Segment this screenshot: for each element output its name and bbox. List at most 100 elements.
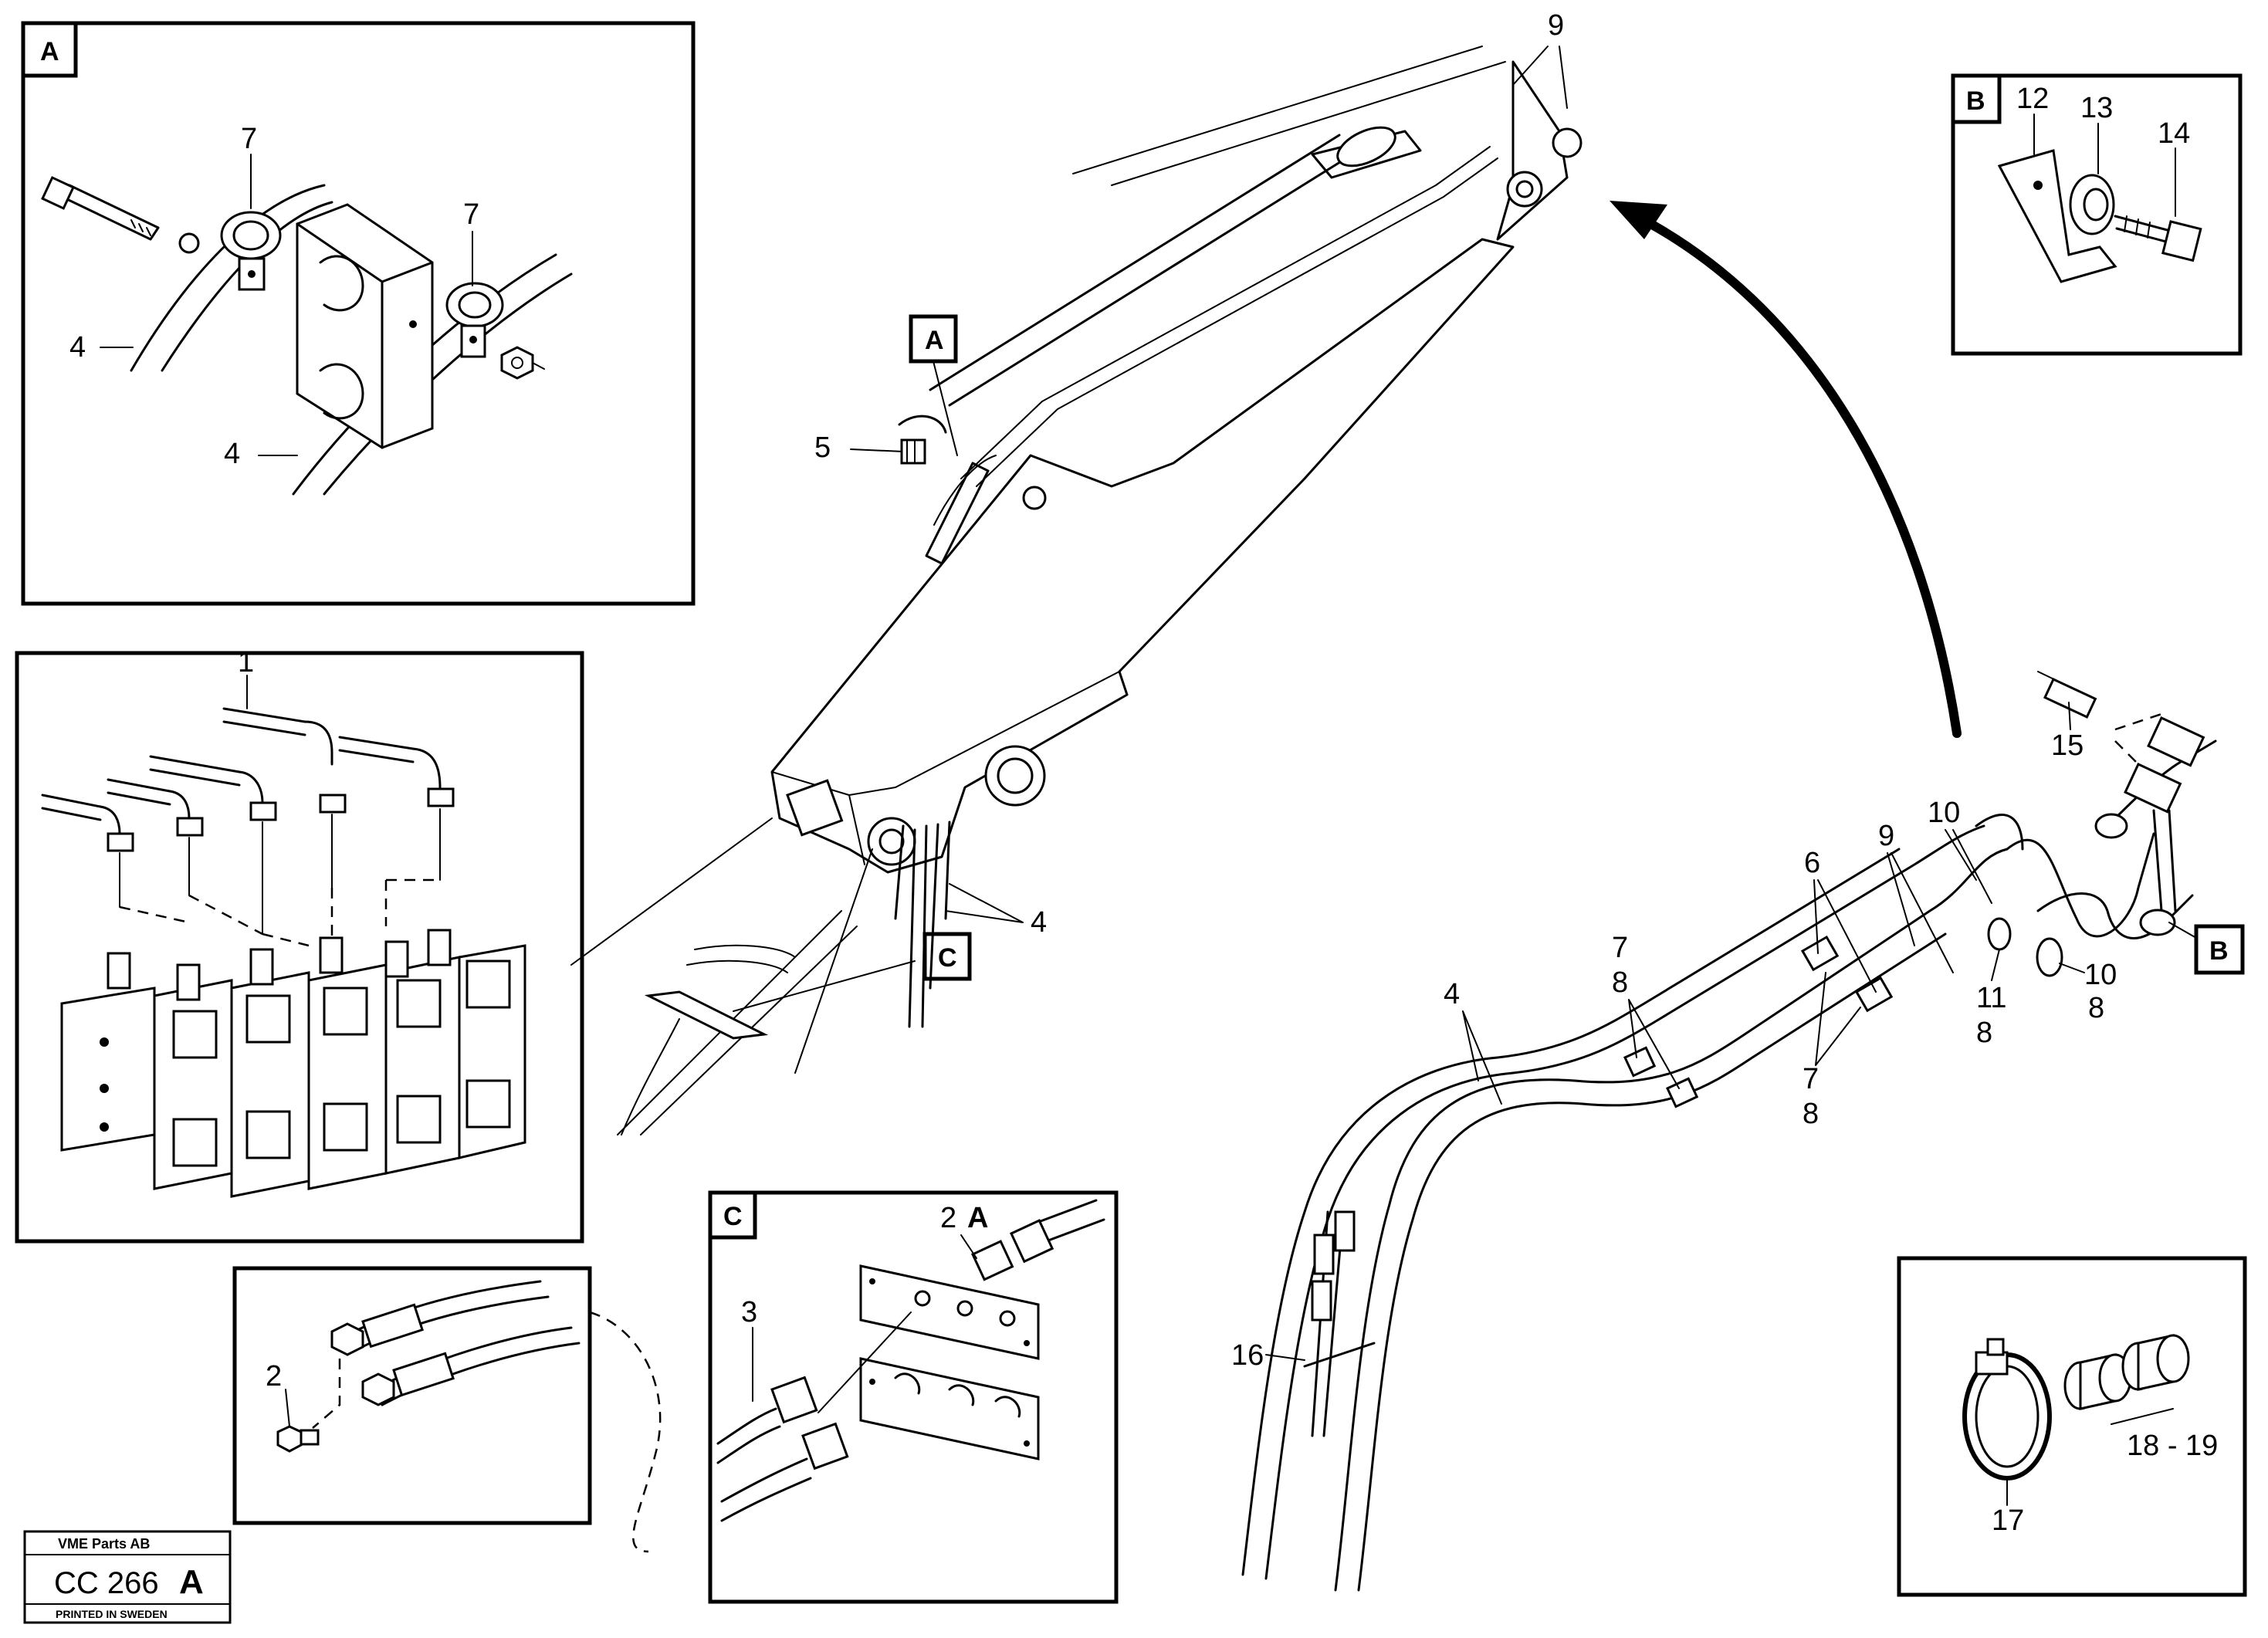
callout-17: 17: [1992, 1504, 2024, 1537]
boom-hoses-down: [894, 821, 951, 1028]
hose-end-fitting: [801, 1422, 849, 1470]
callout-14: 14: [2158, 117, 2190, 150]
callout-2-letter: A: [967, 1202, 988, 1234]
dipper-arm-outline: [1072, 46, 1506, 186]
spacer-washer-13: [2069, 174, 2115, 235]
bulkhead-hoses: [686, 944, 796, 973]
dashed-coupling: [2114, 712, 2162, 765]
pipe-1: [222, 707, 306, 736]
boom-lug-hole: [1022, 486, 1047, 510]
hose-3-lower: [720, 1457, 812, 1522]
dashed-link: [312, 1359, 341, 1429]
bulkhead-hose-down: [621, 1018, 680, 1135]
boom-foot-block: [786, 779, 844, 837]
hose-fitting-upper: [330, 1303, 424, 1356]
hose-fitting-lower: [361, 1352, 455, 1406]
callout-7-b: 7: [463, 198, 479, 231]
mounting-bracket-12: [1997, 149, 2117, 283]
base-line: [794, 848, 873, 1074]
pipe-2-elbow: [411, 747, 442, 789]
valve-block-panel: 1: [15, 646, 584, 1244]
fitting-nut: [107, 832, 134, 852]
callout-1: 1: [238, 646, 254, 679]
leader-4-hose: [1462, 1010, 1502, 1105]
callout-13: 13: [2080, 92, 2113, 124]
leader-5: [850, 448, 904, 452]
callout-10-top: 10: [1928, 797, 1960, 829]
leader-7-8-upper: [1628, 999, 1680, 1089]
boom-hose-bend: [933, 455, 997, 526]
callout-4-boom: 4: [1031, 906, 1047, 939]
bulkhead-fitting-2: [971, 1240, 1014, 1281]
pipe-coupling: [2147, 716, 2205, 767]
clamp-block: [296, 203, 434, 449]
callout-4-hose: 4: [1444, 978, 1460, 1010]
callout-2: 2: [266, 1360, 282, 1393]
boom-pivot-pin-inner: [878, 828, 905, 855]
leader-15: [2068, 702, 2071, 730]
leader-9-top: [1512, 46, 1568, 109]
pipe-4-elbow: [168, 790, 191, 820]
pipe-1-elbow: [303, 720, 333, 766]
detail-b-tag-letter: B: [1966, 86, 1985, 116]
pipe-coupling: [2124, 763, 2182, 814]
title-block-company: VME Parts AB: [58, 1536, 150, 1552]
fitting-nut: [319, 794, 347, 814]
boom-hose-clamp-bracket: [925, 462, 990, 565]
base-frame-lines: [570, 817, 858, 1135]
hose-2a-fitting: [1010, 1219, 1054, 1264]
callout-6: 6: [1804, 847, 1820, 879]
callout-12: 12: [2016, 83, 2049, 115]
callout-5: 5: [814, 431, 831, 464]
boom-hoses: [960, 146, 1498, 487]
dashed-connectors: [119, 878, 440, 947]
hose-9-inner: [1241, 848, 1901, 1576]
detail-b-panel: B 12 13 14: [1951, 73, 2243, 356]
callout-18-19: 18 - 19: [2127, 1430, 2218, 1462]
hose-4-b-inner: [323, 272, 573, 496]
rubber-sleeve-19: [2121, 1334, 2190, 1391]
pipe-5-elbow: [99, 805, 121, 835]
hose-3-upper: [716, 1407, 781, 1464]
callout-10-low: 10: [2084, 959, 2117, 991]
hose-loops: [1975, 814, 2155, 938]
boom-base-edge-2: [848, 794, 865, 865]
washer: [178, 232, 200, 254]
detail-a-panel: A: [21, 21, 696, 606]
excavator-boom: [570, 46, 1583, 1135]
hose-clamp-right: [445, 282, 504, 358]
fitting-nut: [427, 787, 455, 807]
hose-clamp-17: [1962, 1338, 2052, 1481]
callout-16: 16: [1231, 1339, 1264, 1372]
leader-2: [285, 1389, 290, 1427]
pipe-5: [41, 794, 102, 821]
leader-10-top: [1945, 829, 1992, 904]
boom-body: [770, 238, 1515, 874]
hose-clamp-6-lower: [1854, 976, 1894, 1013]
fitting-nut: [176, 817, 204, 837]
leader-9: [1887, 852, 1954, 973]
boom-foot-pin-inner: [997, 757, 1034, 794]
main-tag-b: [2194, 924, 2245, 975]
hose-clamp-7-lower: [1666, 1077, 1699, 1108]
nut: [500, 346, 545, 380]
hose-clamp-11: [1987, 917, 2012, 951]
detail-b-tag: [1951, 73, 2002, 124]
main-tag-a-leader: [933, 360, 958, 456]
main-callouts: A C 5 9 4: [814, 9, 1568, 981]
arm-pin-inner: [1515, 180, 1534, 198]
callout-8-low: 8: [2088, 992, 2104, 1024]
test-fitting-2: [276, 1425, 320, 1453]
hose-fittings-16: [1311, 1210, 1356, 1322]
main-tag-b-letter: B: [2209, 936, 2229, 966]
callout-9: 9: [1878, 820, 1894, 852]
direction-arrow: [1610, 201, 1962, 738]
cap-screw-14: [2114, 215, 2202, 262]
boom-cylinder-rod: [929, 134, 1360, 407]
callout-8-lower: 8: [1803, 1098, 1819, 1130]
port-leaders: [119, 808, 441, 935]
grease-nipple-5: [900, 438, 926, 465]
hose-9-outer: [1264, 824, 1985, 1580]
fitting-panel: 2: [232, 1266, 592, 1525]
